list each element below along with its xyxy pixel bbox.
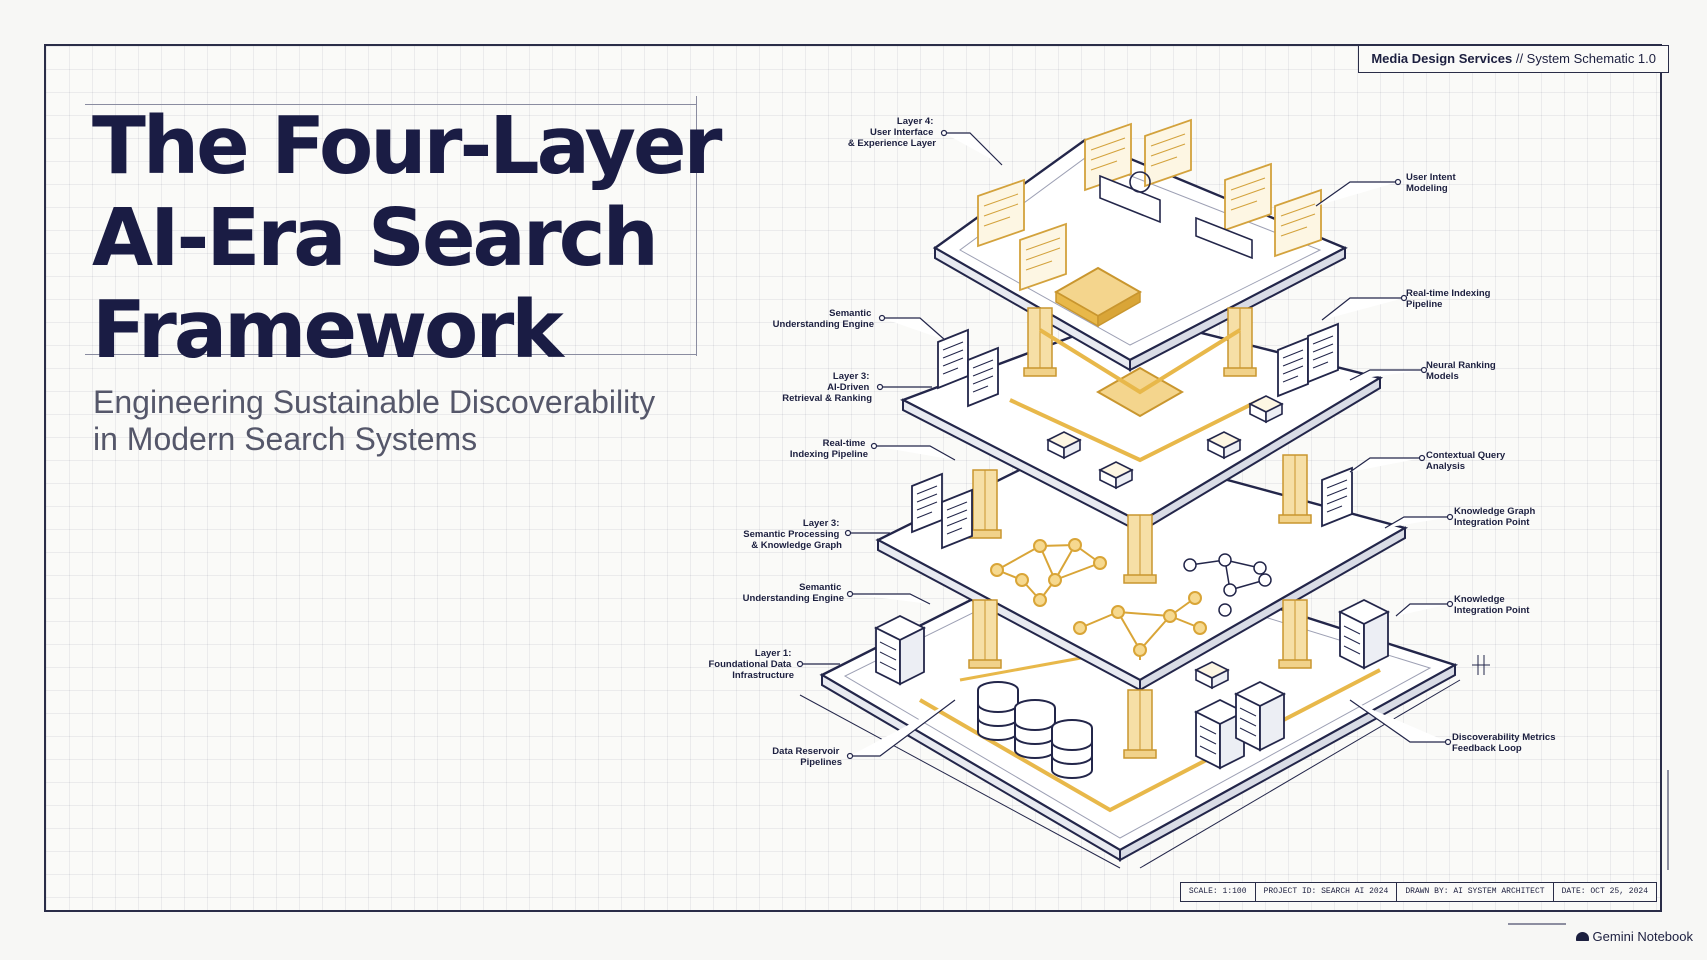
title-rule-top: [85, 104, 697, 105]
header-doc: System Schematic 1.0: [1526, 51, 1656, 66]
title-line-2: AI-Era Search: [92, 192, 659, 284]
title-block-project: PROJECT ID: SEARCH AI 2024: [1256, 883, 1398, 901]
subtitle-line-2: in Modern Search Systems: [93, 421, 478, 457]
label-semantic-engine-low: Semantic Understanding Engine: [743, 582, 844, 604]
label-realtime-indexing: Real-time Indexing Pipeline: [790, 438, 868, 460]
brand-watermark: Gemini Notebook: [1575, 929, 1693, 944]
page-title: The Four-Layer AI-Era Search Framework: [92, 100, 722, 376]
label-data-reservoir: Data Reservoir Pipelines: [772, 746, 842, 768]
label-neural-ranking: Neural Ranking Models: [1426, 360, 1498, 382]
dimension-lines: [799, 655, 1669, 925]
page-subtitle: Engineering Sustainable Discoverability …: [93, 384, 655, 458]
label-discoverability-metrics: Discoverability Metrics Feedback Loop: [1452, 732, 1558, 754]
diagram-labels: Layer 4: User Interface & Experience Lay…: [708, 116, 1558, 768]
label-semantic-engine-top: Semantic Understanding Engine: [773, 308, 874, 330]
gold-core-stack: [1009, 266, 1261, 463]
brand-text: Gemini Notebook: [1592, 929, 1693, 944]
knowledge-graph: [990, 538, 1207, 660]
label-realtime-pipeline: Real-time Indexing Pipeline: [1406, 288, 1493, 310]
title-block-scale: SCALE: 1:100: [1181, 883, 1256, 901]
label-contextual-query: Contextual Query Analysis: [1426, 450, 1508, 472]
title-rule-bottom: [85, 354, 697, 355]
label-layer-1: Layer 1: Foundational Data Infrastructur…: [708, 648, 794, 681]
header-separator: //: [1512, 51, 1527, 66]
title-rule-right: [696, 96, 697, 356]
header-org: Media Design Services: [1371, 51, 1513, 66]
label-layer-3-semantic: Layer 3: Semantic Processing & Knowledge…: [743, 518, 842, 551]
title-block-date: DATE: OCT 25, 2024: [1561, 887, 1648, 896]
label-layer-3-retrieval: Layer 3: AI-Driven Retrieval & Ranking: [782, 371, 872, 404]
layer-4-platform: [932, 138, 1348, 372]
title-line-3: Framework: [92, 284, 564, 376]
label-user-intent: User Intent Modeling: [1406, 172, 1458, 194]
subtitle-line-1: Engineering Sustainable Discoverability: [93, 384, 656, 420]
label-knowledge-graph-point: Knowledge Graph Integration Point: [1454, 506, 1538, 528]
gemini-notebook-icon: [1575, 932, 1589, 941]
label-layer-4: Layer 4: User Interface & Experience Lay…: [848, 116, 936, 149]
ui-panels: [977, 119, 1322, 291]
title-line-1: The Four-Layer: [92, 100, 722, 192]
leader-lines: [796, 129, 1454, 760]
title-block: SCALE: 1:100 PROJECT ID: SEARCH AI 2024 …: [1179, 882, 1657, 902]
label-knowledge-point: Knowledge Integration Point: [1454, 594, 1530, 616]
graph-grey-nodes: [1183, 553, 1272, 617]
title-block-drawn-by: DRAWN BY: AI SYSTEM ARCHITECT: [1397, 883, 1554, 901]
schematic-frame: [44, 44, 1662, 912]
header-box: Media Design Services // System Schemati…: [1358, 45, 1669, 73]
